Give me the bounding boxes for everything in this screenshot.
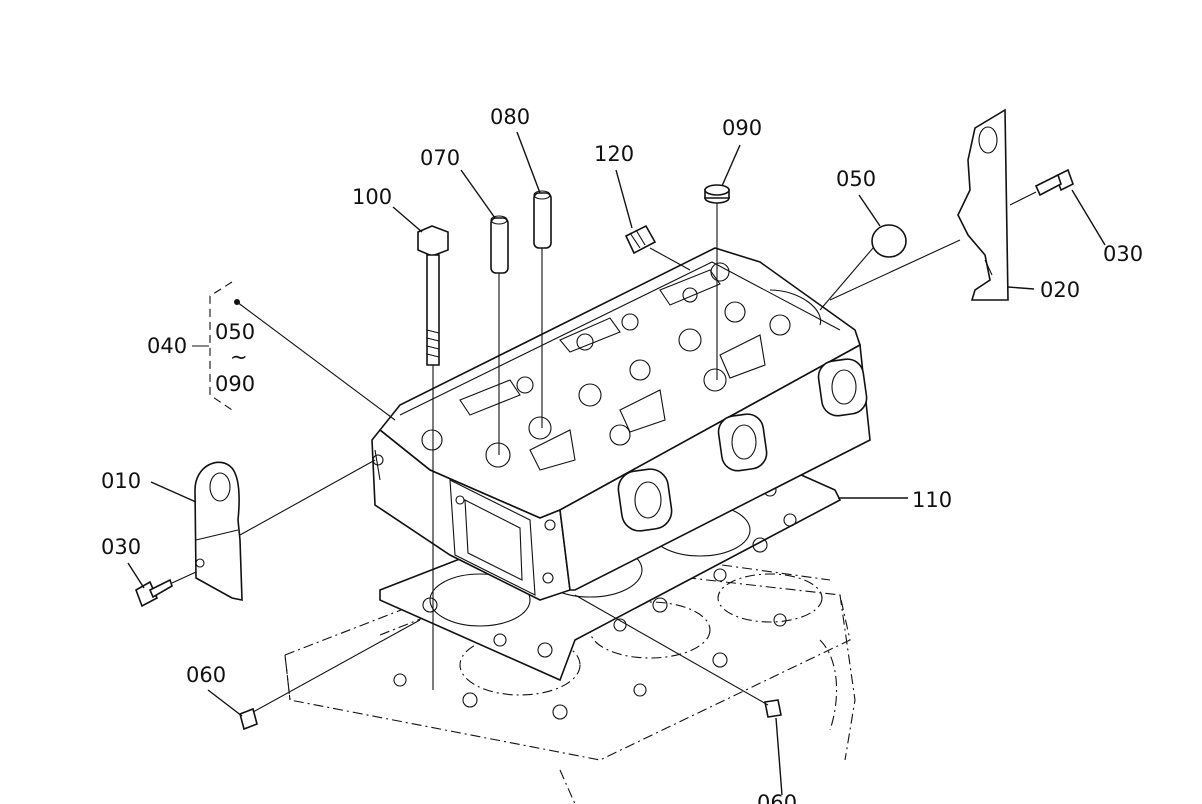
label-030-left: 030 <box>101 535 141 559</box>
bolt-030-left <box>135 578 173 608</box>
label-020: 020 <box>1040 278 1080 302</box>
bolt-100 <box>417 225 449 366</box>
part-labels: 100 070 080 120 090 050 030 020 040 050 … <box>101 105 1143 804</box>
valve-guide-080 <box>533 190 552 249</box>
valve-guide-070 <box>490 215 509 274</box>
label-010: 010 <box>101 469 141 493</box>
label-040-range-tilde: ~ <box>230 345 248 369</box>
label-040-range-from: 050 <box>215 320 255 344</box>
label-050: 050 <box>836 167 876 191</box>
cap-090 <box>704 184 730 204</box>
cylinder-head <box>371 247 871 601</box>
label-070: 070 <box>420 146 460 170</box>
plug-060-right <box>764 699 782 718</box>
label-080: 080 <box>490 105 530 129</box>
plug-050 <box>871 224 907 258</box>
label-040: 040 <box>147 334 187 358</box>
bolt-030-right <box>1034 168 1074 197</box>
label-060-left: 060 <box>186 663 226 687</box>
label-090: 090 <box>722 116 762 140</box>
label-100: 100 <box>352 185 392 209</box>
label-120: 120 <box>594 142 634 166</box>
bracket-020 <box>957 108 1009 301</box>
bracket-010 <box>194 461 243 601</box>
label-030-right: 030 <box>1103 242 1143 266</box>
plug-120 <box>624 224 657 255</box>
leader-lines <box>127 131 1106 796</box>
label-060-right: 060 <box>757 791 797 804</box>
label-040-range-to: 090 <box>215 372 255 396</box>
label-110: 110 <box>912 488 952 512</box>
plug-060-left <box>239 707 258 731</box>
